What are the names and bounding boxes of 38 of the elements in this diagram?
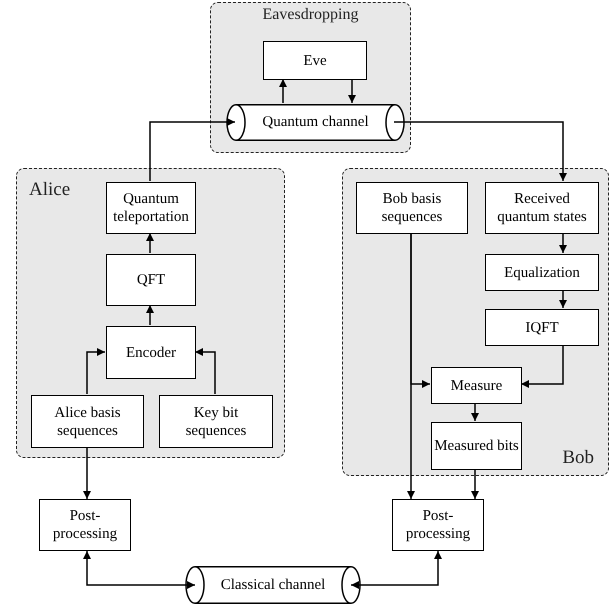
- arrow: [195, 348, 216, 394]
- process-box: Encoder: [106, 326, 196, 379]
- arrow: [394, 121, 567, 181]
- process-box: Alice basis sequences: [31, 395, 144, 448]
- process-box: Measure: [431, 367, 522, 404]
- group-panel: [210, 2, 411, 153]
- arrow: [149, 118, 235, 181]
- group-title: Bob: [562, 447, 594, 469]
- arrow: [559, 233, 567, 253]
- arrow: [83, 447, 91, 499]
- group-panel: [16, 168, 285, 458]
- process-box: Quantum teleportation: [106, 182, 196, 234]
- arrow: [351, 551, 442, 589]
- channel-cylinder: Classical channel: [186, 566, 360, 604]
- process-box: IQFT: [485, 309, 599, 346]
- arrow: [146, 305, 154, 325]
- process-box: Post-processing: [392, 499, 484, 551]
- process-box: Bob basis sequences: [356, 182, 468, 234]
- arrow: [521, 345, 564, 388]
- arrow: [471, 403, 479, 421]
- process-box: Equalization: [485, 254, 599, 291]
- process-box: Key bit sequences: [159, 395, 273, 448]
- arrow: [559, 290, 567, 308]
- process-box: Eve: [263, 41, 367, 80]
- arrow: [86, 348, 105, 394]
- process-box: Received quantum states: [485, 182, 599, 234]
- arrow: [407, 233, 415, 499]
- arrow: [279, 79, 287, 103]
- arrow: [348, 79, 356, 103]
- process-box: Measured bits: [431, 422, 522, 470]
- group-title: Alice: [29, 179, 70, 201]
- group-panel: [342, 168, 609, 476]
- arrow: [471, 469, 479, 499]
- process-box: QFT: [106, 254, 196, 306]
- arrow: [83, 551, 195, 589]
- group-title: Eavesdropping: [262, 6, 360, 24]
- arrow: [146, 233, 154, 253]
- process-box: Post-processing: [39, 499, 131, 551]
